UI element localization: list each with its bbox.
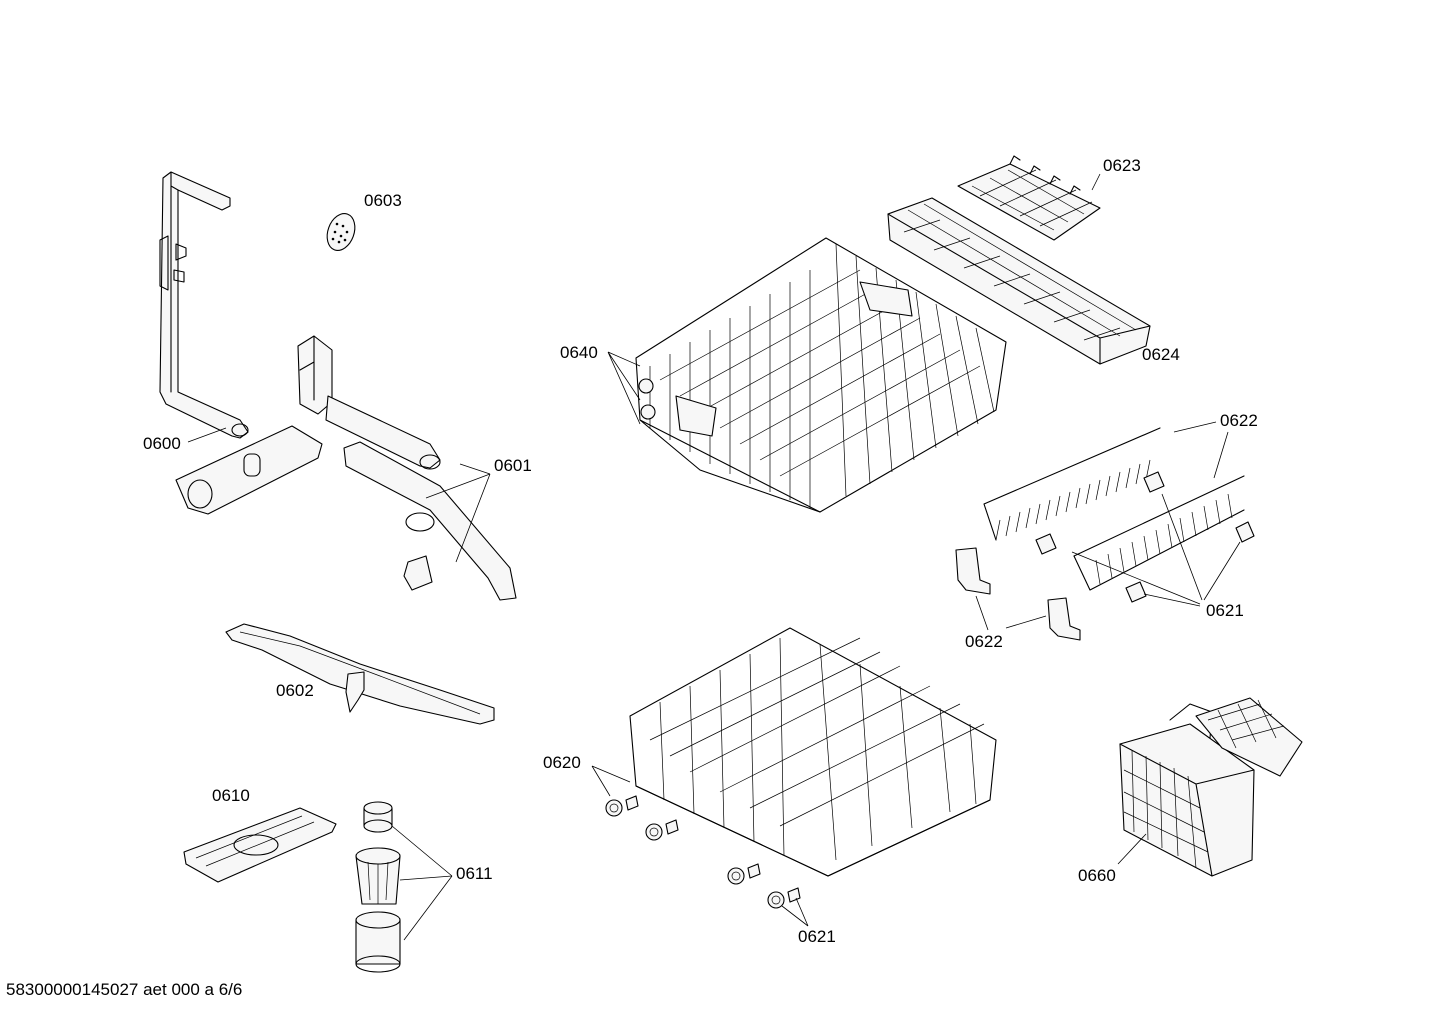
leader-0647 — [1091, 173, 1101, 191]
label-0623: 0621 — [1206, 601, 1244, 620]
label-0602: 0602 — [276, 681, 314, 700]
label-0621: 0621 — [798, 927, 836, 946]
leader-0601 — [425, 463, 491, 563]
diagram-reference-footer: 58300000145027 aet 000 a 6/6 — [6, 980, 243, 999]
leader-0623 — [1071, 493, 1241, 607]
part-0640-upper-basket — [635, 237, 1007, 513]
label-0647: 0623 — [1103, 156, 1141, 175]
label-0620: 0620 — [543, 753, 581, 772]
label-0622: 0622 — [965, 632, 1003, 651]
label-0640: 0640 — [560, 343, 598, 362]
leader-0640 — [607, 351, 641, 425]
part-0647-cutlery-insert — [957, 155, 1101, 241]
part-0660-cutlery-basket — [1119, 697, 1303, 877]
leader-0621 — [781, 897, 809, 927]
leader-0611 — [391, 825, 453, 941]
leader-0622 — [975, 595, 1047, 631]
part-0622-rack-holders — [955, 547, 1081, 641]
leader-0624 — [1173, 421, 1229, 479]
label-0601: 0601 — [494, 456, 532, 475]
leader-0620 — [591, 765, 631, 797]
part-0624-tine-racks — [983, 427, 1245, 591]
leader-0600 — [187, 427, 227, 443]
part-0600-supply-pipe — [159, 171, 249, 439]
part-0611-filter-cylinder — [355, 801, 401, 973]
label-0648: 0624 — [1142, 345, 1180, 364]
part-0621-wheels — [605, 795, 801, 909]
label-0610: 0610 — [212, 786, 250, 805]
part-0601-upper-spray-assembly — [175, 335, 517, 601]
label-0611: 0611 — [456, 864, 493, 883]
label-0624: 0622 — [1220, 411, 1258, 430]
part-0610-fine-filter — [183, 807, 337, 883]
part-0620-lower-basket — [629, 627, 997, 877]
label-0660: 0660 — [1078, 866, 1116, 885]
label-0603: 0603 — [364, 191, 402, 210]
part-0603-spray-nozzle — [326, 213, 356, 251]
part-0648-cutlery-tray — [887, 197, 1151, 365]
leader-0660 — [1117, 833, 1147, 865]
label-0600: 0600 — [143, 434, 181, 453]
part-0623-rack-clips — [1035, 471, 1255, 603]
part-0602-lower-spray-arm — [225, 623, 495, 725]
